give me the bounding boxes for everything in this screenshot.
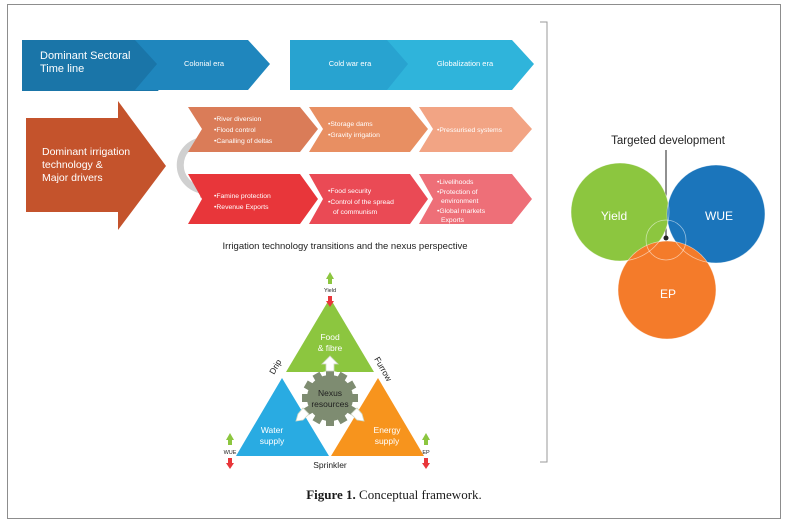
driver-arrow-colonial	[188, 174, 318, 224]
water-supply-segment	[236, 378, 329, 456]
venn-ep-label: EP	[660, 287, 676, 301]
venn-title: Targeted development	[611, 135, 726, 147]
driver-cold-war-item-3: of communism	[333, 209, 378, 216]
food-label-2: & fibre	[318, 343, 343, 353]
nexus-center-label-2: resources	[311, 399, 348, 409]
tech-globalization-item-1: •Pressurised systems	[437, 127, 503, 134]
driver-globalization-item-1: •Livelihoods	[437, 179, 474, 186]
venn-wue-label: WUE	[705, 209, 733, 223]
driver-cold-war-item-1: •Food security	[328, 188, 372, 195]
colonial-era-arrow	[135, 40, 270, 90]
energy-label-1: Energy	[374, 425, 402, 435]
section-bracket	[540, 21, 548, 463]
figure-caption-label: Figure 1.	[306, 487, 356, 502]
figure-caption-text: Conceptual framework.	[356, 487, 482, 502]
energy-supply-segment	[331, 378, 424, 456]
driver-globalization-item-4: •Global markets	[437, 208, 486, 215]
tech-cold-war-item-1: •Storage dams	[328, 121, 373, 128]
tech-arrow-cold-war	[309, 107, 428, 152]
venn-ep-circle	[618, 241, 716, 339]
ep-down-arrow-icon	[422, 458, 430, 469]
ep-indicator-label: EP	[422, 450, 430, 456]
ep-up-arrow-icon	[422, 433, 430, 445]
water-label-2: supply	[260, 436, 285, 446]
wue-down-arrow-icon	[226, 458, 234, 469]
tech-colonial-item-1: •River diversion	[214, 116, 262, 123]
tech-arrow-globalization	[419, 107, 532, 152]
timeline-head-arrow	[22, 40, 176, 91]
timeline-head-label-1: Dominant Sectoral	[40, 50, 131, 62]
yield-indicator-label: Yield	[324, 288, 336, 294]
nexus-center-label-1: Nexus	[318, 388, 342, 398]
driver-colonial-item-2: •Revenue Exports	[214, 204, 269, 211]
driver-arrow-globalization	[419, 174, 532, 224]
yield-indicator	[326, 272, 334, 307]
tech-arrow-colonial	[188, 107, 318, 152]
cold-war-era-label: Cold war era	[329, 59, 372, 68]
wue-up-arrow-icon	[226, 433, 234, 445]
energy-label-2: supply	[375, 436, 400, 446]
globalization-era-arrow	[387, 40, 534, 90]
gear-to-energy-arrow	[350, 407, 365, 422]
water-label-1: Water	[261, 425, 284, 435]
driver-globalization-item-2: •Protection of	[437, 189, 478, 196]
venn-yield-circle	[571, 163, 669, 261]
gear-to-water-arrow	[295, 407, 310, 422]
gear-to-food-arrow	[321, 355, 339, 372]
technology-head-label-1: Dominant irrigation	[42, 146, 130, 158]
driver-globalization-item-3: environment	[441, 198, 479, 205]
drip-side-label: Drip	[267, 357, 284, 376]
sprinkler-side-label: Sprinkler	[313, 460, 347, 470]
furrow-side-label: Furrow	[372, 355, 394, 384]
globalization-era-label: Globalization era	[437, 59, 494, 68]
technology-head-label-2: technology &	[42, 159, 103, 171]
food-fibre-segment	[286, 298, 374, 372]
venn-wue-circle	[667, 165, 765, 263]
driver-globalization-item-5: Exports	[441, 217, 465, 224]
food-label-1: Food	[320, 332, 340, 342]
technology-head-arrow	[26, 101, 166, 230]
yield-down-arrow-icon	[326, 296, 334, 307]
wue-indicator-label: WUE	[224, 450, 237, 456]
tech-colonial-item-3: •Canalling of deltas	[214, 138, 273, 145]
venn-yield-label: Yield	[601, 209, 627, 223]
figure-caption: Figure 1. Conceptual framework.	[306, 487, 482, 502]
yield-up-arrow-icon	[326, 272, 334, 284]
venn-center-dot	[663, 235, 669, 241]
nexus-gear-icon	[302, 370, 358, 426]
technology-head-label-3: Major drivers	[42, 172, 103, 184]
driver-colonial-item-1: •Famine protection	[214, 193, 271, 200]
timeline-head-label-2: Time line	[40, 63, 84, 75]
driver-arrow-cold-war	[309, 174, 428, 224]
tech-colonial-item-2: •Flood control	[214, 127, 256, 134]
wue-indicator	[226, 433, 234, 469]
tech-cold-war-item-2: •Gravity irrigation	[328, 132, 380, 139]
ep-indicator	[422, 433, 430, 469]
cold-war-era-arrow	[290, 40, 416, 90]
colonial-era-label: Colonial era	[184, 59, 225, 68]
transitions-title: Irrigation technology transitions and th…	[222, 241, 467, 252]
driver-cold-war-item-2: •Control of the spread	[328, 199, 394, 206]
